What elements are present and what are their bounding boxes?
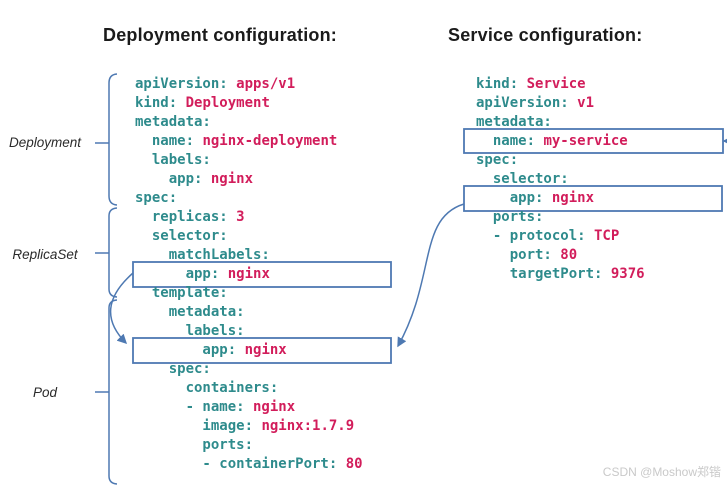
yaml-value: 80: [337, 456, 363, 472]
yaml-line: image: nginx:1.7.9: [135, 417, 363, 436]
yaml-key: containers:: [135, 380, 279, 396]
yaml-line: spec:: [135, 360, 363, 379]
yaml-key: metadata:: [135, 304, 245, 320]
yaml-line: kind: Deployment: [135, 94, 363, 113]
yaml-line: port: 80: [476, 246, 645, 265]
yaml-key: targetPort:: [476, 266, 603, 282]
yaml-line: template:: [135, 284, 363, 303]
yaml-line: ports:: [476, 208, 645, 227]
yaml-line: - name: nginx: [135, 398, 363, 417]
yaml-value: nginx: [219, 266, 270, 282]
yaml-value: nginx: [202, 171, 254, 187]
yaml-line: containers:: [135, 379, 363, 398]
replicaset-brace: [108, 207, 118, 298]
yaml-line: selector:: [135, 227, 363, 246]
yaml-key: selector:: [135, 228, 228, 244]
yaml-key: ports:: [135, 437, 254, 453]
yaml-line: - containerPort: 80: [135, 455, 363, 474]
yaml-key: port:: [476, 247, 552, 263]
yaml-key: labels:: [135, 152, 211, 168]
label-deployment: Deployment: [8, 135, 82, 150]
service-selector-app-box: [463, 185, 723, 212]
yaml-line: app: nginx: [135, 341, 363, 360]
yaml-line: ports:: [135, 436, 363, 455]
yaml-line: matchLabels:: [135, 246, 363, 265]
yaml-value: v1: [568, 95, 595, 111]
yaml-key: app:: [476, 190, 544, 206]
yaml-key: metadata:: [135, 114, 211, 130]
yaml-key: kind:: [135, 95, 178, 111]
yaml-value: TCP: [585, 228, 620, 244]
yaml-key: matchLabels:: [135, 247, 270, 263]
yaml-line: labels:: [135, 151, 363, 170]
yaml-value: 80: [551, 247, 578, 263]
yaml-value: nginx: [543, 190, 595, 206]
yaml-value: apps/v1: [227, 76, 296, 92]
yaml-key: kind:: [476, 76, 519, 92]
yaml-key: name:: [476, 133, 536, 149]
service-selector-to-pod-arrow: [397, 203, 465, 348]
pod-brace: [108, 299, 118, 485]
yaml-key: labels:: [135, 323, 245, 339]
yaml-line: - protocol: TCP: [476, 227, 645, 246]
yaml-line: app: nginx: [135, 170, 363, 189]
yaml-line: spec:: [135, 189, 363, 208]
yaml-key: replicas:: [135, 209, 228, 225]
yaml-value: Deployment: [177, 95, 270, 111]
yaml-value: my-service: [535, 133, 628, 149]
yaml-line: spec:: [476, 151, 645, 170]
matchlabels-app-box: [132, 261, 392, 288]
yaml-key: - containerPort:: [135, 456, 338, 472]
yaml-line: metadata:: [135, 113, 363, 132]
yaml-line: replicas: 3: [135, 208, 363, 227]
yaml-value: 3: [227, 209, 245, 225]
yaml-line: app: nginx: [135, 265, 363, 284]
yaml-value: nginx: [244, 399, 296, 415]
yaml-key: spec:: [135, 190, 178, 206]
label-replicaset: ReplicaSet: [12, 247, 78, 262]
label-pod: Pod: [32, 385, 58, 400]
yaml-key: image:: [135, 418, 254, 434]
yaml-key: app:: [135, 266, 220, 282]
yaml-value: nginx-deployment: [194, 133, 338, 149]
yaml-line: selector:: [476, 170, 645, 189]
yaml-line: apiVersion: v1: [476, 94, 645, 113]
yaml-value: 9376: [602, 266, 645, 282]
yaml-key: spec:: [476, 152, 519, 168]
yaml-key: selector:: [476, 171, 569, 187]
yaml-line: app: nginx: [476, 189, 645, 208]
yaml-key: app:: [135, 171, 203, 187]
selector-to-template-arrow: [110, 272, 134, 345]
yaml-line: labels:: [135, 322, 363, 341]
yaml-key: name:: [135, 133, 195, 149]
yaml-key: - name:: [135, 399, 245, 415]
deployment-config-title: Deployment configuration:: [103, 25, 337, 45]
yaml-value: nginx: [236, 342, 287, 358]
yaml-key: - protocol:: [476, 228, 586, 244]
yaml-key: metadata:: [476, 114, 552, 130]
yaml-line: metadata:: [135, 303, 363, 322]
yaml-line: apiVersion: apps/v1: [135, 75, 363, 94]
yaml-line: metadata:: [476, 113, 645, 132]
yaml-line: kind: Service: [476, 75, 645, 94]
yaml-key: apiVersion:: [135, 76, 228, 92]
yaml-key: spec:: [135, 361, 211, 377]
yaml-line: targetPort: 9376: [476, 265, 645, 284]
yaml-line: name: nginx-deployment: [135, 132, 363, 151]
deployment-brace: [108, 73, 118, 206]
service-config-title: Service configuration:: [448, 25, 643, 45]
watermark: CSDN @Moshow郑锴: [602, 465, 721, 479]
yaml-key: ports:: [476, 209, 544, 225]
yaml-key: app:: [135, 342, 237, 358]
yaml-key: template:: [135, 285, 228, 301]
pod-template-app-box: [132, 337, 392, 364]
yaml-line: name: my-service: [476, 132, 645, 151]
yaml-value: Service: [518, 76, 586, 92]
yaml-key: apiVersion:: [476, 95, 569, 111]
yaml-value: nginx:1.7.9: [253, 418, 355, 434]
